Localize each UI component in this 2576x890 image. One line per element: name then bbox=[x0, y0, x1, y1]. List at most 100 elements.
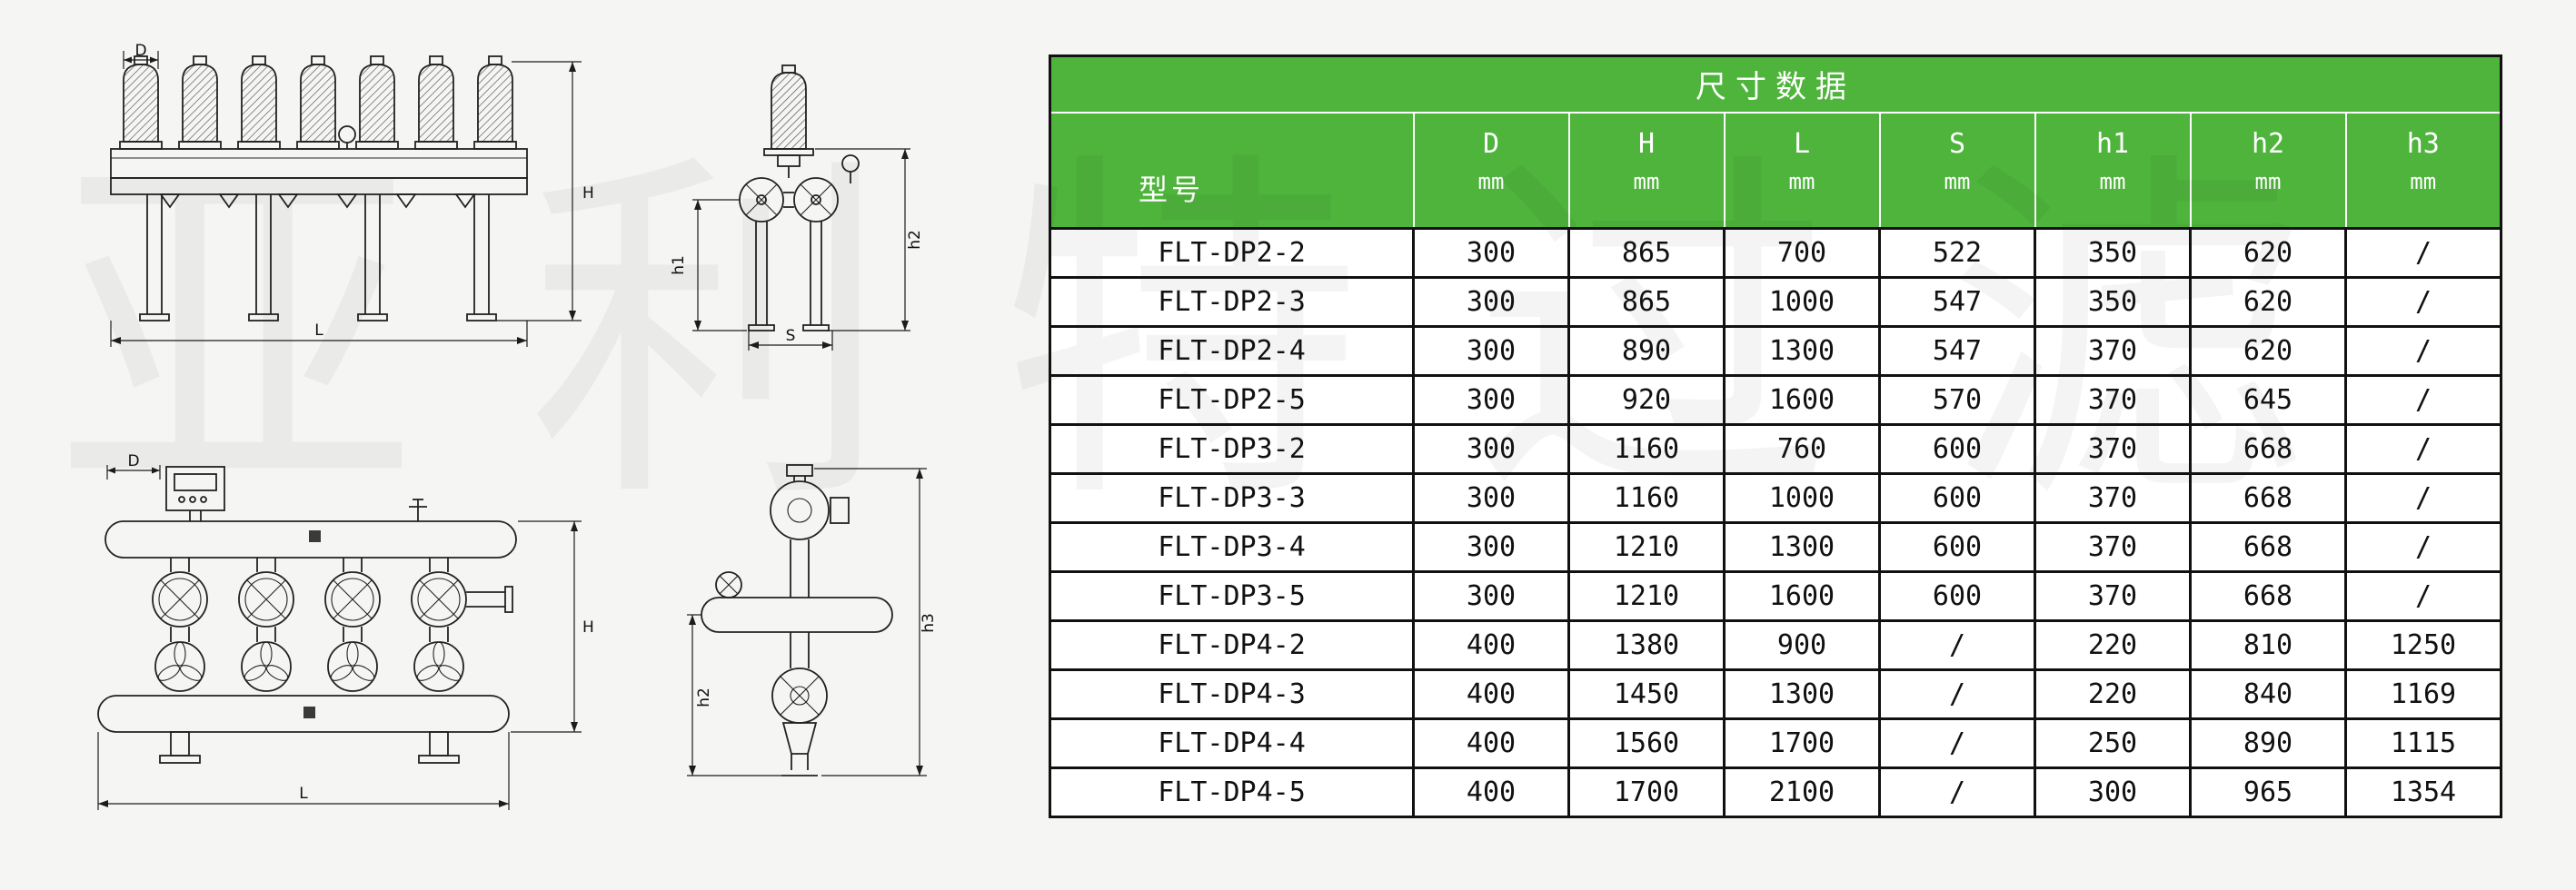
col-letter: h2 bbox=[2251, 127, 2285, 160]
model-cell: FLT-DP4-3 bbox=[1049, 668, 1415, 720]
value-cell: 840 bbox=[2189, 668, 2347, 720]
col-letter: H bbox=[1637, 127, 1656, 160]
value-cell: 220 bbox=[2034, 619, 2192, 671]
value-cell: 900 bbox=[1723, 619, 1881, 671]
value-cell: 547 bbox=[1878, 276, 2036, 328]
value-cell: 370 bbox=[2034, 521, 2192, 573]
value-cell: 370 bbox=[2034, 472, 2192, 524]
dim-label-L: L bbox=[314, 321, 323, 340]
flange-units bbox=[152, 558, 513, 628]
value-cell: 547 bbox=[1878, 325, 2036, 377]
value-cell: 890 bbox=[2189, 717, 2347, 769]
value-cell: / bbox=[2344, 276, 2502, 328]
col-letter: L bbox=[1793, 127, 1811, 160]
col-unit: mm bbox=[1944, 168, 1971, 194]
value-cell: / bbox=[2344, 423, 2502, 475]
col-letter: D bbox=[1482, 127, 1500, 160]
value-cell: 920 bbox=[1567, 374, 1726, 426]
model-cell: FLT-DP3-5 bbox=[1049, 570, 1415, 622]
value-cell: / bbox=[1878, 668, 2036, 720]
value-cell: 1600 bbox=[1723, 374, 1881, 426]
value-cell: 300 bbox=[1412, 276, 1570, 328]
col-unit: mm bbox=[1477, 168, 1505, 194]
value-cell: 620 bbox=[2189, 276, 2347, 328]
value-cell: 760 bbox=[1723, 423, 1881, 475]
value-cell: 668 bbox=[2189, 423, 2347, 475]
value-cell: 890 bbox=[1567, 325, 1726, 377]
dimension-h3: h3 bbox=[814, 468, 938, 776]
value-cell: 1210 bbox=[1567, 570, 1726, 622]
model-cell: FLT-DP4-2 bbox=[1049, 619, 1415, 671]
model-cell: FLT-DP2-2 bbox=[1049, 227, 1415, 279]
value-cell: 1160 bbox=[1567, 472, 1726, 524]
col-letter: S bbox=[1948, 127, 1966, 160]
value-cell: 1380 bbox=[1567, 619, 1726, 671]
dimension-L: L bbox=[97, 732, 510, 810]
dim-label-D: D bbox=[127, 454, 139, 470]
value-cell: 1560 bbox=[1567, 717, 1726, 769]
value-cell: / bbox=[2344, 472, 2502, 524]
value-cell: 300 bbox=[1412, 325, 1570, 377]
pressure-gauge-icon bbox=[338, 125, 356, 149]
value-cell: 1300 bbox=[1723, 668, 1881, 720]
butterfly-valves bbox=[154, 627, 464, 692]
value-cell: 700 bbox=[1723, 227, 1881, 279]
value-cell: 1300 bbox=[1723, 325, 1881, 377]
value-cell: 620 bbox=[2189, 325, 2347, 377]
dimension-H: H bbox=[511, 520, 594, 733]
side-view-bottom-drawing: h3 h2 bbox=[687, 464, 938, 776]
dimension-h2: h2 bbox=[687, 614, 781, 776]
value-cell: 370 bbox=[2034, 325, 2192, 377]
value-cell: 350 bbox=[2034, 276, 2192, 328]
dim-label-h3: h3 bbox=[920, 613, 938, 633]
value-cell: 370 bbox=[2034, 423, 2192, 475]
value-cell: 522 bbox=[1878, 227, 2036, 279]
value-cell: 400 bbox=[1412, 766, 1570, 818]
dimension-D: D bbox=[106, 454, 161, 480]
value-cell: 300 bbox=[1412, 374, 1570, 426]
value-cell: 220 bbox=[2034, 668, 2192, 720]
dim-label-h2: h2 bbox=[695, 687, 713, 707]
value-cell: 400 bbox=[1412, 619, 1570, 671]
value-cell: 1250 bbox=[2344, 619, 2502, 671]
model-cell: FLT-DP2-5 bbox=[1049, 374, 1415, 426]
dim-label-H: H bbox=[582, 184, 594, 203]
value-cell: 1450 bbox=[1567, 668, 1726, 720]
value-cell: / bbox=[2344, 374, 2502, 426]
col-unit: mm bbox=[1788, 168, 1815, 194]
value-cell: / bbox=[2344, 521, 2502, 573]
dim-label-S: S bbox=[786, 327, 796, 345]
value-cell: 1700 bbox=[1723, 717, 1881, 769]
value-cell: 620 bbox=[2189, 227, 2347, 279]
value-cell: 600 bbox=[1878, 423, 2036, 475]
value-cell: 965 bbox=[2189, 766, 2347, 818]
value-cell: 300 bbox=[1412, 472, 1570, 524]
value-cell: 2100 bbox=[1723, 766, 1881, 818]
value-cell: 300 bbox=[1412, 227, 1570, 279]
filter-cartridges bbox=[119, 55, 517, 150]
bottom-manifold bbox=[97, 695, 510, 764]
dim-label-h2: h2 bbox=[906, 230, 924, 250]
dimension-h1: h1 bbox=[670, 199, 747, 331]
value-cell: 600 bbox=[1878, 521, 2036, 573]
front-view-top-drawing: D H L bbox=[110, 44, 594, 347]
dimension-h2: h2 bbox=[815, 148, 924, 331]
col-unit: mm bbox=[2254, 168, 2282, 194]
value-cell: 300 bbox=[2034, 766, 2192, 818]
